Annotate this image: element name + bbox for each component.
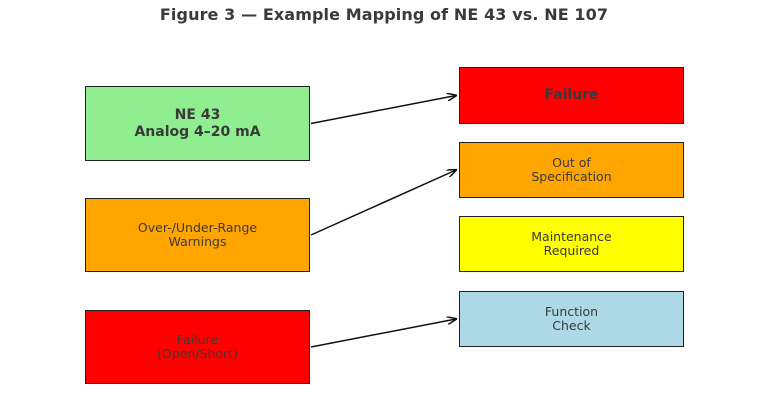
mapping-arrow-1 bbox=[310, 96, 456, 125]
over-under-range-warnings-box: Over-/Under-Range Warnings bbox=[85, 198, 310, 272]
ne107-maintenance-required-box: Maintenance Required bbox=[459, 216, 684, 272]
ne107-function-check-box: Function Check bbox=[459, 291, 684, 347]
ne107-out-of-specification-box: Out of Specification bbox=[459, 142, 684, 198]
ne43-analog-box: NE 43 Analog 4–20 mA bbox=[85, 86, 310, 161]
ne107-failure-box: Failure bbox=[459, 67, 684, 124]
figure-title: Figure 3 — Example Mapping of NE 43 vs. … bbox=[159, 5, 609, 24]
failure-open-short-box: Failure (Open/Short) bbox=[85, 310, 310, 384]
mapping-arrow-2 bbox=[310, 170, 456, 236]
mapping-arrow-3 bbox=[310, 319, 456, 348]
